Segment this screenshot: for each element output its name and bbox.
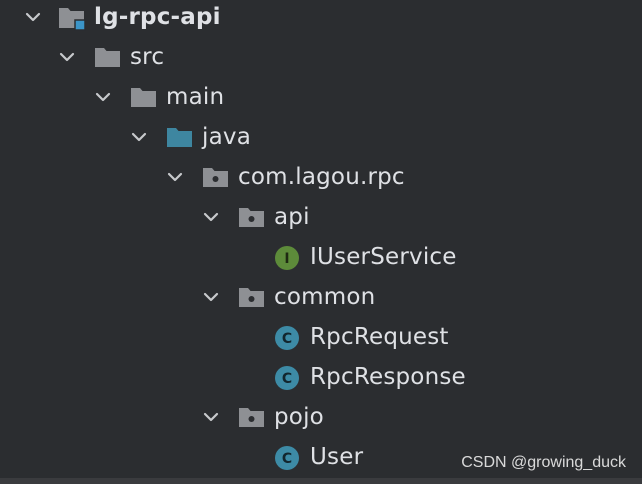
tree-row-pojo[interactable]: pojo [0, 397, 642, 437]
chevron-down-icon[interactable] [202, 208, 220, 226]
tree-row-lg-rpc-api[interactable]: lg-rpc-api [0, 0, 642, 37]
tree-row-rpcrequest[interactable]: C RpcRequest [0, 317, 642, 357]
folder-icon [94, 45, 120, 69]
package-icon [202, 165, 228, 189]
package-icon [238, 205, 264, 229]
tree-label: common [274, 284, 376, 310]
tree-label: IUserService [310, 244, 457, 270]
bottom-divider [0, 478, 642, 484]
class-icon: C [274, 325, 300, 350]
tree-label: src [130, 44, 165, 70]
tree-label: User [310, 444, 364, 470]
package-icon [238, 285, 264, 309]
tree-label: RpcRequest [310, 324, 449, 350]
chevron-down-icon[interactable] [166, 168, 184, 186]
chevron-down-icon[interactable] [24, 8, 42, 26]
chevron-down-icon[interactable] [202, 408, 220, 426]
chevron-down-icon[interactable] [202, 288, 220, 306]
class-glyph: C [282, 331, 292, 347]
tree-label: java [202, 124, 251, 150]
class-icon: C [274, 445, 300, 470]
interface-glyph: I [284, 251, 289, 267]
watermark: CSDN @growing_duck [461, 454, 626, 471]
chevron-down-icon[interactable] [58, 48, 76, 66]
package-icon [238, 405, 264, 429]
tree-row-main[interactable]: main [0, 77, 642, 117]
class-glyph: C [282, 371, 292, 387]
class-glyph: C [282, 451, 292, 467]
tree-row-java[interactable]: java [0, 117, 642, 157]
tree-label: api [274, 204, 310, 230]
chevron-down-icon[interactable] [94, 88, 112, 106]
folder-icon [130, 85, 156, 109]
tree-label: pojo [274, 404, 324, 430]
tree-row-iuserservice[interactable]: I IUserService [0, 237, 642, 277]
tree-row-user[interactable]: C User [0, 437, 642, 477]
chevron-down-icon[interactable] [130, 128, 148, 146]
tree-row-common[interactable]: common [0, 277, 642, 317]
tree-label: main [166, 84, 225, 110]
class-icon: C [274, 365, 300, 390]
tree-label: RpcResponse [310, 364, 466, 390]
tree-row-api[interactable]: api [0, 197, 642, 237]
tree-row-com-lagou-rpc[interactable]: com.lagou.rpc [0, 157, 642, 197]
module-folder-icon [58, 5, 86, 31]
tree-row-src[interactable]: src [0, 37, 642, 77]
tree-label: com.lagou.rpc [238, 164, 405, 190]
tree-label: lg-rpc-api [94, 4, 221, 30]
tree-row-rpcresponse[interactable]: C RpcResponse [0, 357, 642, 397]
interface-icon: I [274, 245, 300, 270]
source-root-folder-icon [166, 125, 192, 149]
